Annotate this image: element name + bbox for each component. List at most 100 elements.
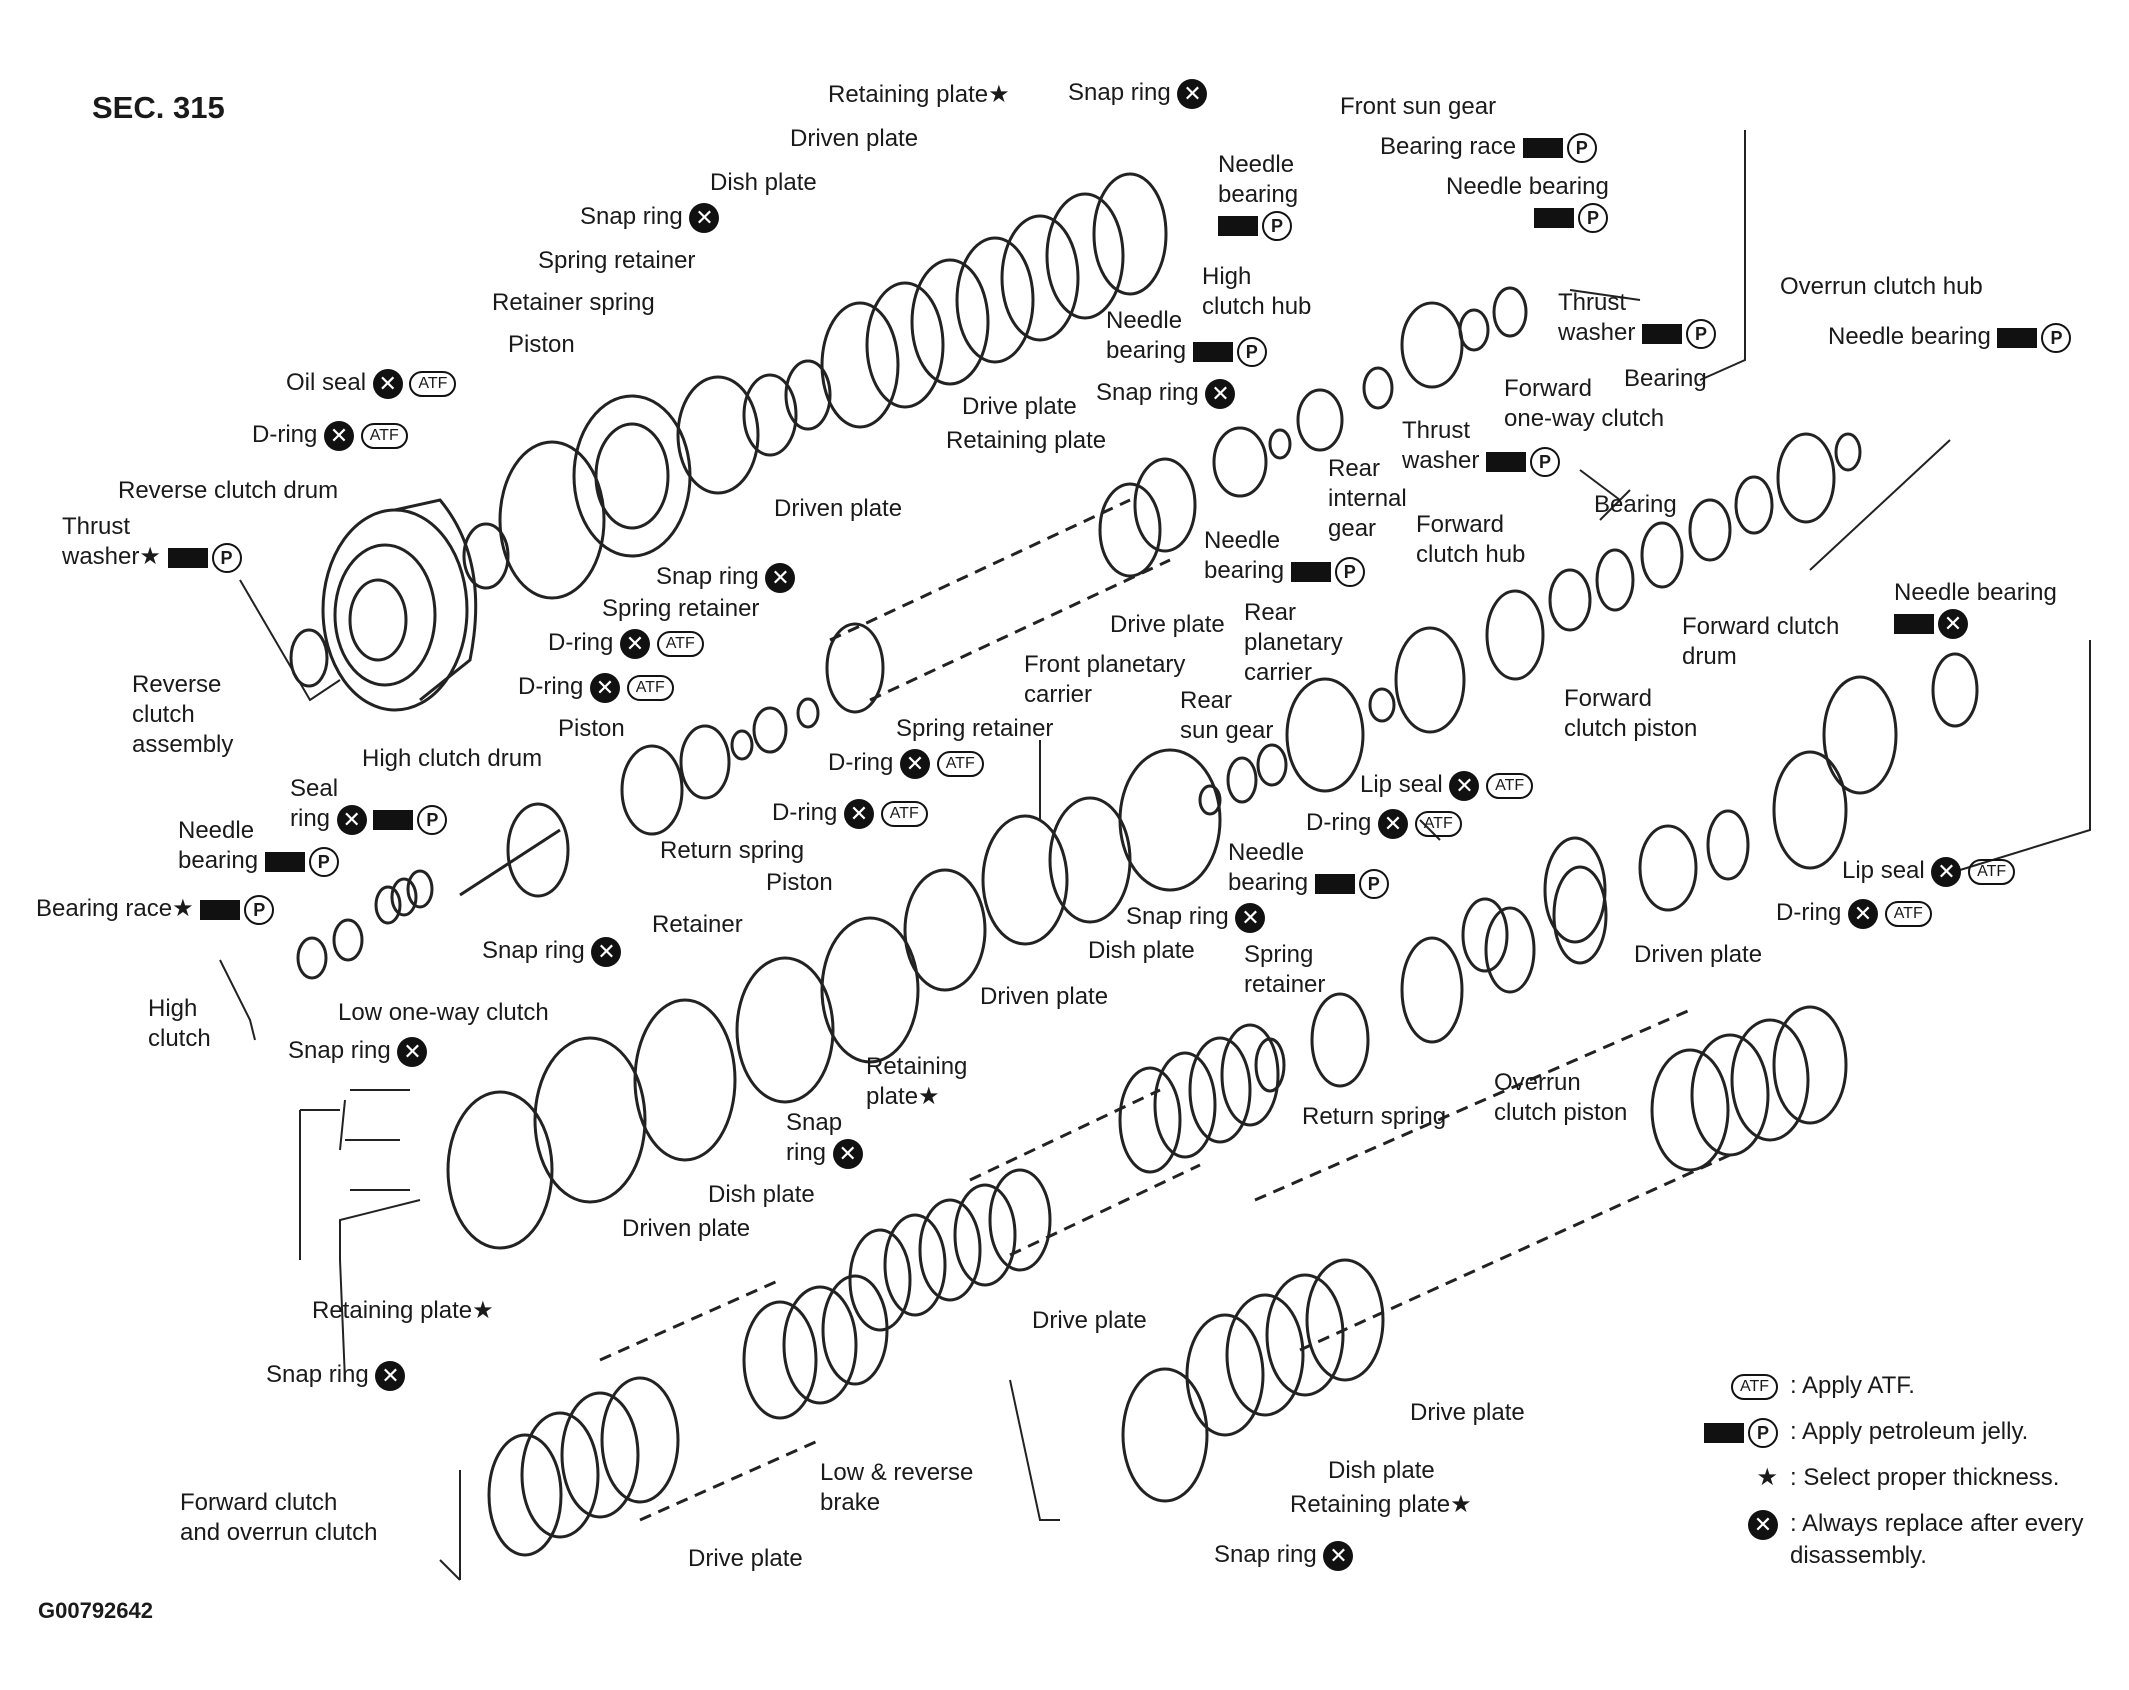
replace-icon: ✕ (844, 798, 875, 829)
replace-icon: ✕ (375, 1360, 406, 1391)
replace-icon: ✕ (1378, 808, 1409, 839)
label-needle-bearing-3: Needle bearing P (1106, 306, 1267, 367)
p-icon: P (1748, 1417, 1778, 1448)
p-icon: P (1530, 446, 1561, 477)
petroleum-jelly-icon (264, 851, 305, 872)
label-snap-ring-5: Snap ring ✕ (482, 936, 622, 967)
atf-icon: ATF (626, 674, 674, 701)
label-low-reverse-brake: Low & reverse brake (820, 1459, 974, 1516)
rear-planetary-carrier (1285, 677, 1365, 793)
rear-internal-gear (1394, 626, 1466, 734)
p-icon: P (417, 804, 448, 835)
label-retaining-plate-low: Retaining plate★ (866, 1053, 968, 1110)
label-retaining-plate-bottom: Retaining plate★ (312, 1297, 494, 1324)
label-d-ring-6: D-ring ✕ ATF (1306, 808, 1462, 839)
replace-icon: ✕ (336, 804, 367, 835)
label-rear-planetary-carrier: Rear planetary carrier (1244, 599, 1343, 686)
label-retaining-plate-mid: Retaining plate (946, 427, 1107, 454)
legend-text: : Apply ATF. (1790, 1372, 1915, 1399)
label-return-spring-1: Return spring (660, 837, 805, 864)
petroleum-jelly-icon (1534, 207, 1574, 228)
replace-icon: ✕ (372, 368, 403, 399)
label-front-sun-gear: Front sun gear (1340, 93, 1497, 120)
label-bearing-2: Bearing (1594, 491, 1677, 518)
figure-code: G00792642 (38, 1598, 153, 1623)
atf-icon: ATF (1414, 810, 1462, 837)
label-needle-bearing-4: Needle bearing P (1828, 322, 2072, 353)
atf-icon: ATF (1968, 858, 2016, 885)
replace-icon: ✕ (1205, 378, 1236, 409)
p-icon: P (1686, 318, 1717, 349)
star-icon: ★ (988, 81, 1010, 108)
label-dish-plate-mid: Dish plate (1088, 937, 1195, 964)
label-reverse-clutch-assembly: Reverse clutch assembly (132, 671, 234, 758)
label-retaining-plate-br: Retaining plate★ (1290, 1491, 1472, 1518)
label-d-ring-2: D-ring ✕ ATF (548, 628, 704, 659)
petroleum-jelly-icon (167, 547, 208, 568)
label-snap-ring-9: Snap ring ✕ (266, 1360, 406, 1391)
label-thrust-washer-3: Thrust washer P (1402, 416, 1561, 477)
atf-icon: ATF (936, 750, 984, 777)
label-spring-retainer-top: Spring retainer (538, 247, 696, 274)
oil-seal-ring (498, 440, 606, 600)
p-icon: P (244, 894, 275, 925)
d-ring-ring-large (981, 814, 1069, 946)
label-d-ring-5: D-ring ✕ ATF (772, 798, 928, 829)
petroleum-jelly-icon (1704, 1422, 1744, 1443)
atf-icon: ATF (656, 630, 704, 657)
p-icon: P (211, 542, 242, 573)
petroleum-jelly-icon (1486, 451, 1527, 472)
atf-icon: ATF (360, 422, 408, 449)
label-drive-plate-top: Drive plate (962, 393, 1077, 420)
label-drive-plate-mid: Drive plate (1110, 611, 1225, 638)
star-icon: ★ (472, 1297, 494, 1324)
label-rear-internal-gear: Rear internal gear (1328, 455, 1407, 542)
label-needle-bearing-6: Needle bearing✕ (1894, 578, 2057, 639)
star-icon: ★ (139, 543, 161, 570)
label-piston-mid: Piston (558, 715, 625, 742)
legend-row-thickness: ★ : Select proper thickness. (1678, 1462, 2118, 1508)
label-drive-plate-bottom: Drive plate (688, 1545, 803, 1572)
label-return-spring-2: Return spring (1302, 1103, 1447, 1130)
label-low-one-way-clutch: Low one-way clutch (338, 999, 549, 1026)
label-retainer-spring: Retainer spring (492, 289, 655, 316)
label-lip-seal-2: Lip seal ✕ ATF (1842, 856, 2016, 887)
thrust-washer-ring (289, 628, 329, 688)
replace-icon: ✕ (832, 1138, 863, 1169)
legend: ATF : Apply ATF. P : Apply petroleum jel… (1678, 1370, 2118, 1572)
label-needle-bearing-5: Needle bearing P (1204, 526, 1365, 587)
label-forward-clutch-hub: Forward clutch hub (1416, 511, 1526, 568)
p-icon: P (1236, 336, 1267, 367)
p-icon: P (1578, 202, 1608, 233)
label-bearing-1: Bearing (1624, 365, 1707, 392)
petroleum-jelly-icon (1997, 327, 2038, 348)
label-spring-retainer-3: Spring retainer (896, 715, 1054, 742)
label-front-planetary-carrier: Front planetary carrier (1024, 651, 1186, 708)
label-needle-bearing-8: Needle bearing P (1228, 838, 1389, 899)
label-forward-clutch-drum: Forward clutch drum (1682, 613, 1840, 670)
petroleum-jelly-icon (1522, 137, 1563, 158)
replace-icon: ✕ (591, 936, 622, 967)
replace-icon: ✕ (1449, 770, 1480, 801)
label-bearing-race-top: Bearing race P (1380, 132, 1597, 163)
label-d-ring-1: D-ring ✕ ATF (252, 420, 408, 451)
p-icon: P (1566, 132, 1597, 163)
atf-icon: ATF (1730, 1373, 1778, 1400)
section-number: SEC. 315 (92, 90, 225, 125)
star-icon: ★ (918, 1083, 940, 1110)
piston-low (820, 916, 920, 1064)
replace-icon: ✕ (1235, 902, 1266, 933)
label-d-ring-4: D-ring ✕ ATF (828, 748, 984, 779)
forward-clutch-piston (1638, 824, 1698, 912)
label-high-clutch: High clutch (148, 995, 211, 1052)
label-d-ring-7: D-ring ✕ ATF (1776, 898, 1932, 929)
label-needle-bearing-7: Needle bearing P (178, 816, 339, 877)
label-thrust-washer-1: Thrust washer★ P (62, 512, 242, 573)
replace-icon: ✕ (900, 748, 931, 779)
overrun-clutch-hub (1776, 432, 1836, 524)
legend-text: : Select proper thickness. (1790, 1464, 2060, 1491)
label-thrust-washer-2: Thrust washer P (1558, 288, 1717, 349)
star-icon: ★ (1450, 1491, 1472, 1518)
